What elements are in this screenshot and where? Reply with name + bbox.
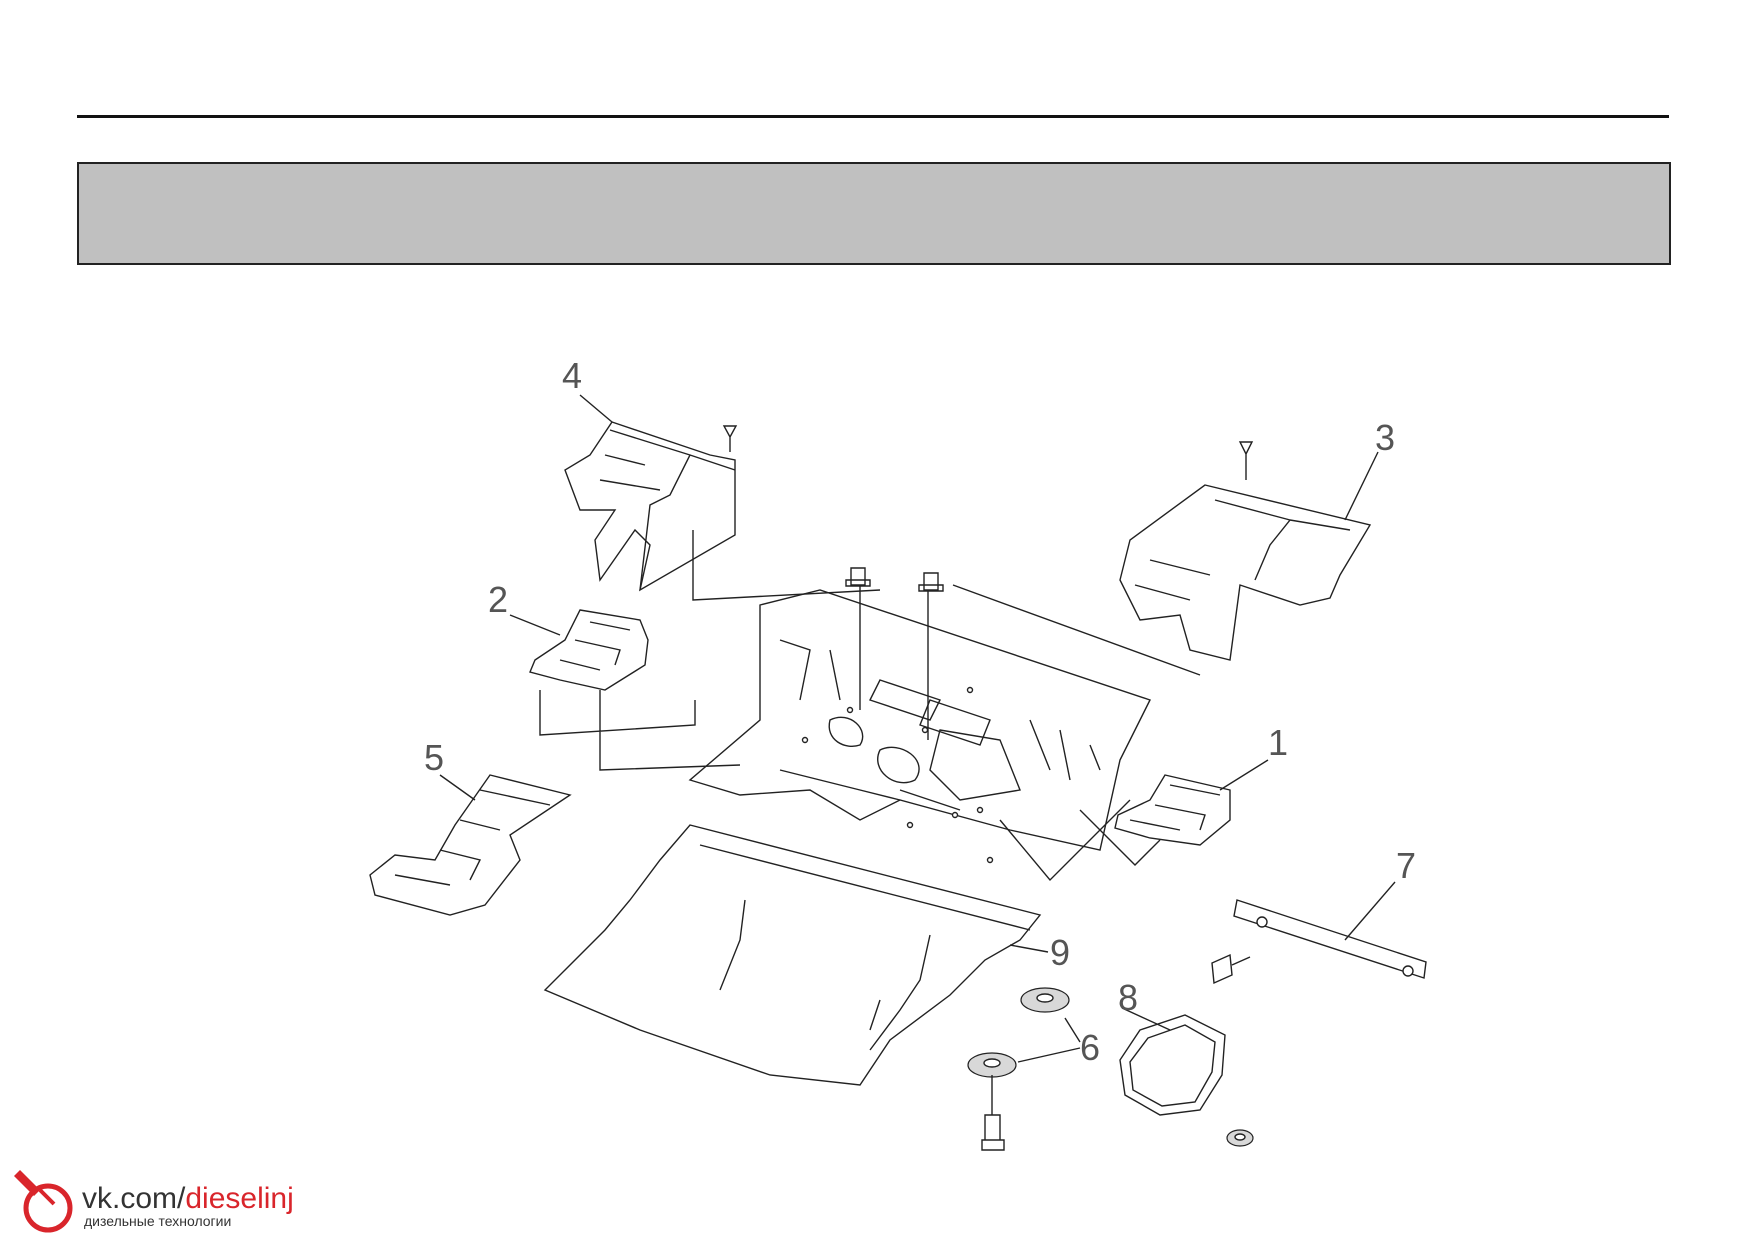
watermark-subtitle: дизельные технологии <box>84 1213 232 1229</box>
header-band <box>77 162 1671 265</box>
part-8-cover <box>1119 1014 1254 1147</box>
leader-lines <box>439 394 1396 1063</box>
watermark-url[interactable]: vk.com/dieselinj <box>82 1182 294 1216</box>
callout-4: 4 <box>562 355 582 396</box>
callout-6: 6 <box>1080 1027 1100 1068</box>
part-9-floor-mat <box>543 824 1042 1086</box>
watermark <box>10 1160 310 1235</box>
main-floor-panel <box>688 589 1151 864</box>
watermark-url-handle: dieselinj <box>185 1182 294 1215</box>
top-rule <box>77 115 1669 118</box>
part-7-bar <box>1211 899 1427 985</box>
part-2-bracket <box>529 609 649 691</box>
callout-7: 7 <box>1396 845 1416 886</box>
callout-labels: 4 2 5 3 1 7 9 8 6 <box>424 355 1416 1068</box>
callout-3: 3 <box>1375 417 1395 458</box>
part-1-bracket <box>1114 774 1231 846</box>
part-6-washers <box>967 987 1070 1151</box>
callout-5: 5 <box>424 737 444 778</box>
part-5-bracket <box>369 774 572 916</box>
injector-logo-icon <box>14 1170 73 1233</box>
part-3-bracket <box>1119 441 1372 661</box>
callout-9: 9 <box>1050 932 1070 973</box>
watermark-url-prefix: vk.com/ <box>82 1182 186 1215</box>
fasteners <box>845 567 944 592</box>
callout-1: 1 <box>1268 722 1288 763</box>
part-4-bracket <box>564 421 738 592</box>
callout-2: 2 <box>488 579 508 620</box>
callout-8: 8 <box>1118 977 1138 1018</box>
